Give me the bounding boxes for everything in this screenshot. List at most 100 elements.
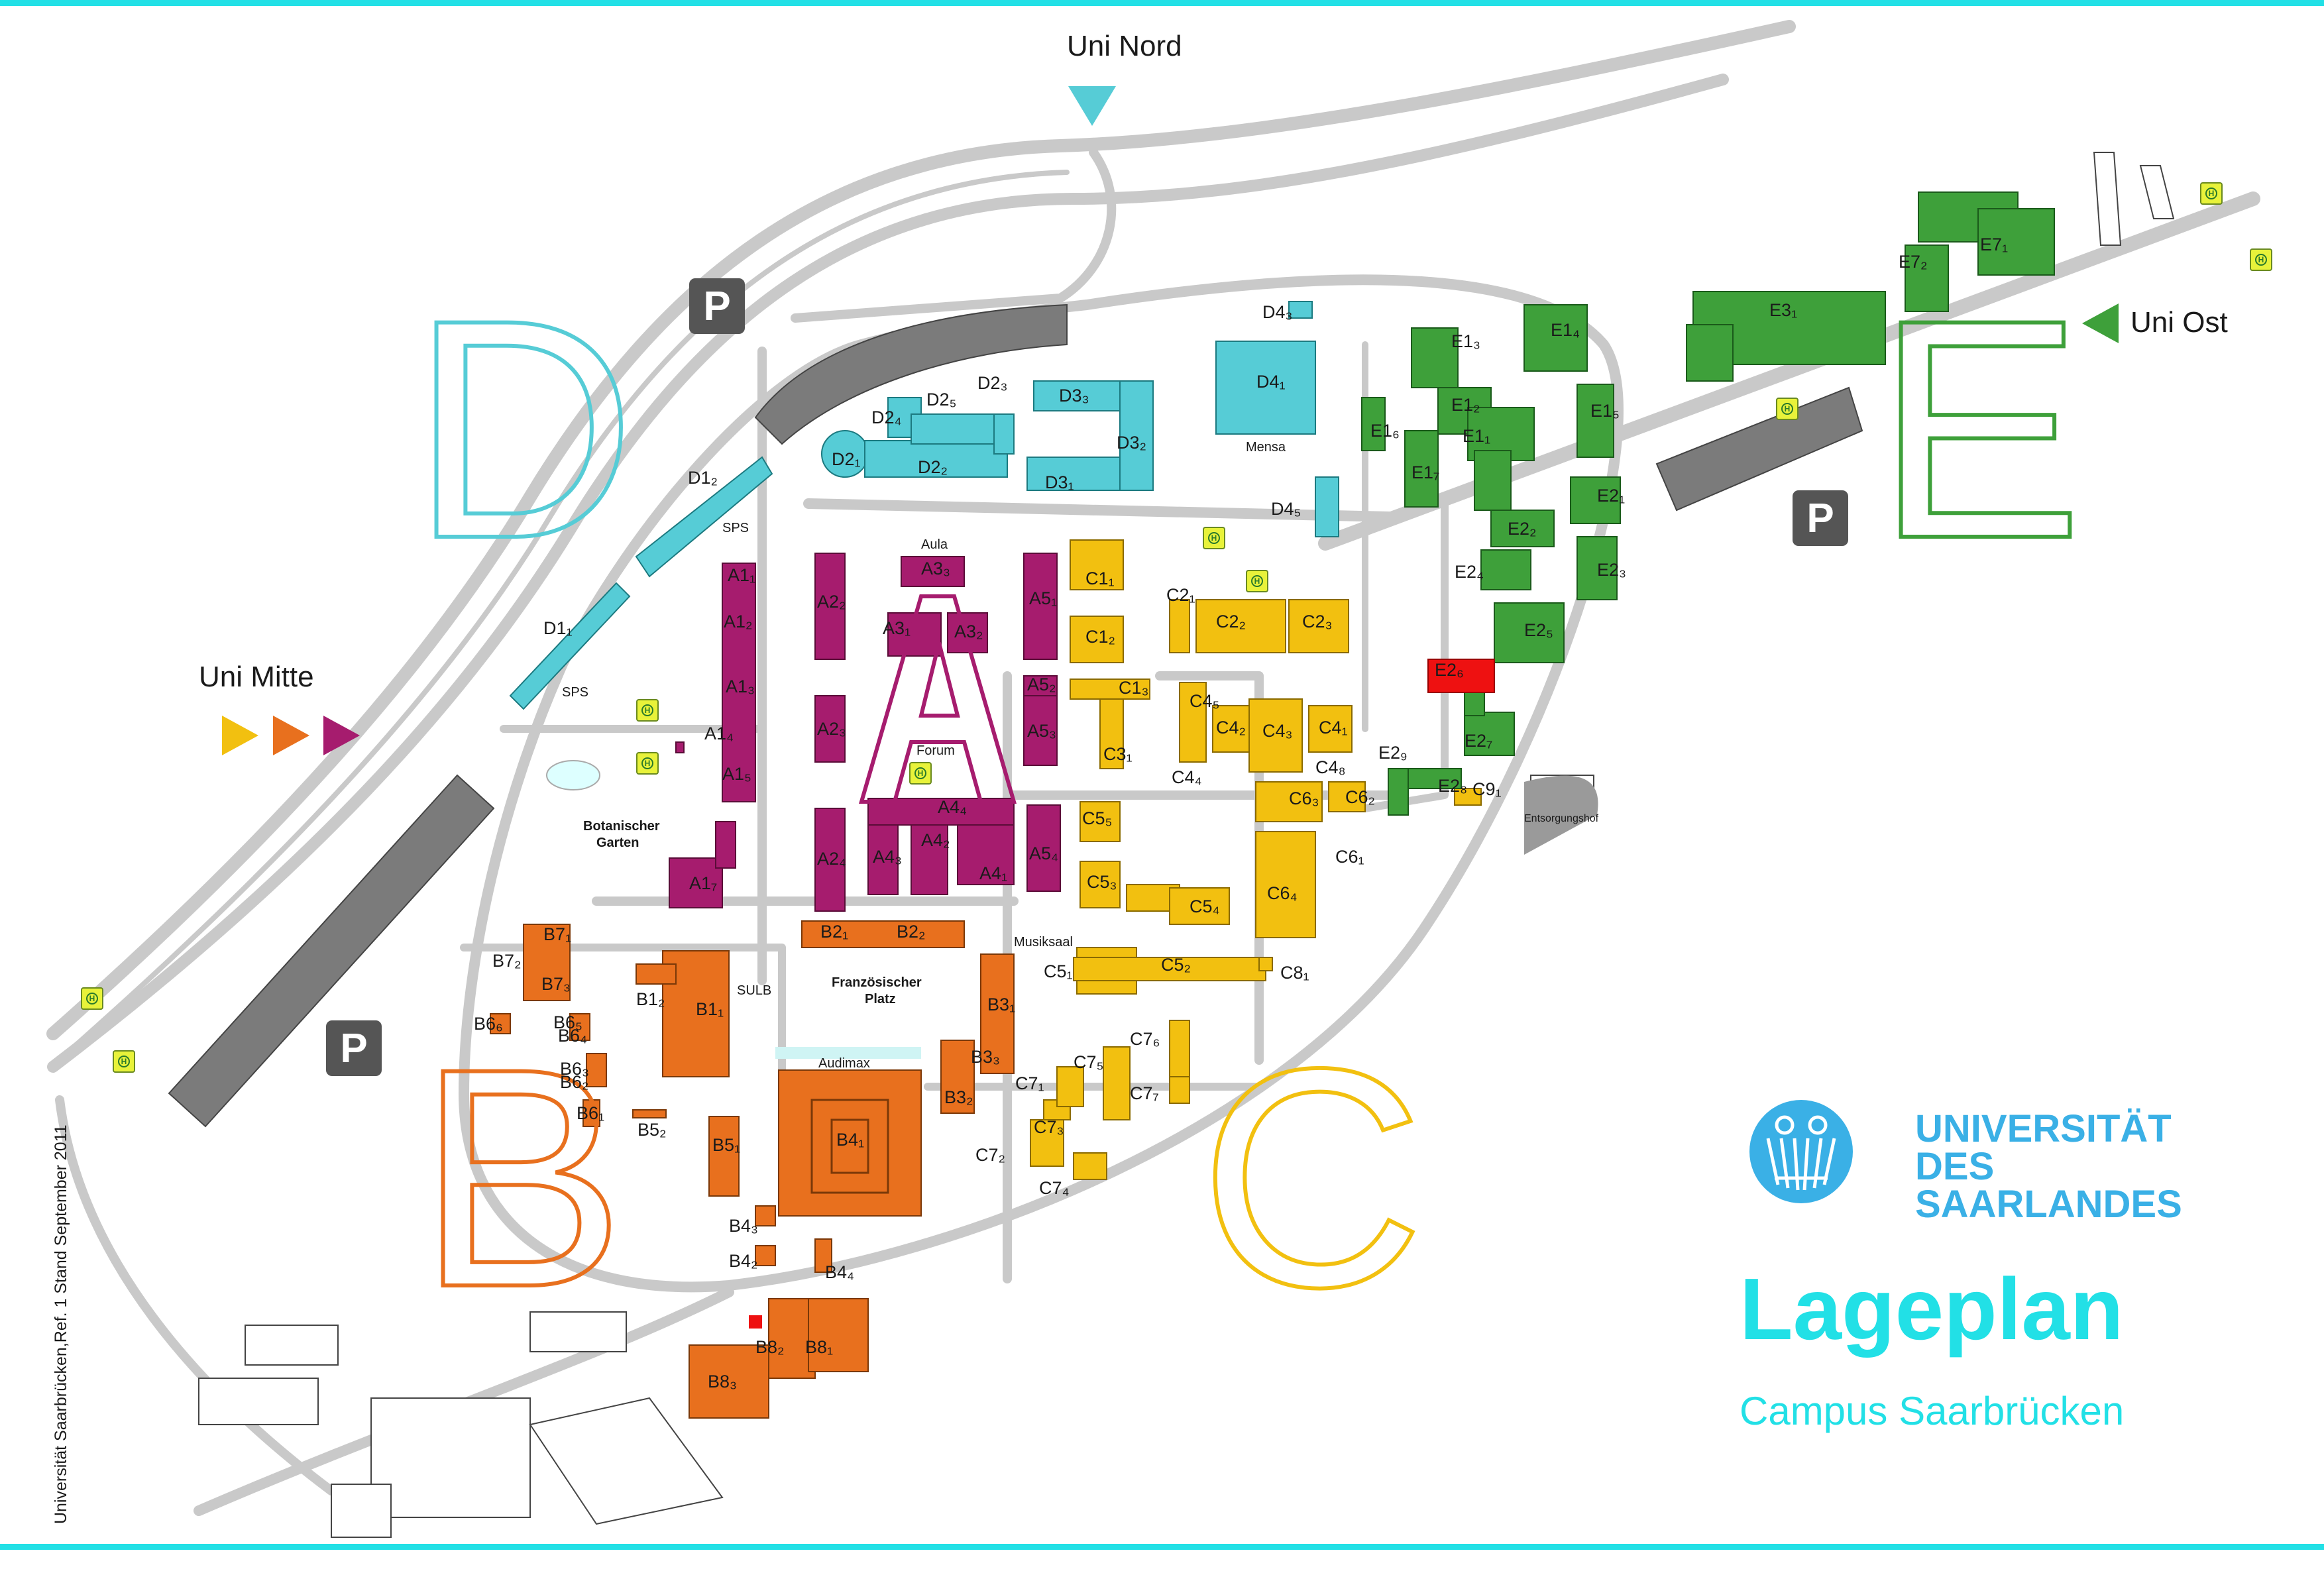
- building-label: C7₇: [1130, 1083, 1159, 1103]
- building-label: C6₃: [1289, 788, 1319, 808]
- building-label: E7₂: [1899, 252, 1928, 272]
- zone-b-letter: B: [417, 1004, 626, 1352]
- ring-road: [459, 274, 1624, 1293]
- building-label: D1₂: [688, 468, 718, 488]
- building-label: D1₁: [543, 618, 573, 638]
- building-label: C7₂: [975, 1145, 1005, 1165]
- building-label: B6₅: [553, 1012, 582, 1032]
- label-sps-south: SPS: [562, 685, 589, 700]
- label-sulb: SULB: [737, 983, 772, 998]
- building-label: A1₇: [689, 873, 718, 893]
- building-label: C7₁: [1015, 1073, 1044, 1093]
- building-label: B6₃: [560, 1059, 590, 1079]
- building-label: C1₃: [1119, 678, 1149, 698]
- building-label: A4₃: [873, 847, 903, 867]
- building-label: C1₁: [1085, 569, 1115, 588]
- triangle-nord-icon: [1068, 86, 1116, 126]
- building-label: C7₃: [1034, 1117, 1064, 1137]
- building-label: D2₃: [977, 373, 1008, 393]
- building-label: C7₄: [1039, 1178, 1070, 1198]
- building-label: D2₂: [918, 457, 948, 477]
- bottom-border: [0, 1544, 2324, 1550]
- building-label: E1₆: [1370, 421, 1400, 441]
- building-label: A2₄: [817, 849, 847, 869]
- road-sw: [55, 1095, 336, 1495]
- building-label: B5₁: [712, 1135, 741, 1155]
- building-label: A5₁: [1029, 588, 1058, 608]
- highway-outer: [46, 20, 1796, 1040]
- triangle-yellow-icon: [222, 716, 258, 755]
- zone-c-letter: C: [1199, 1004, 1424, 1352]
- building-label: B4₃: [729, 1216, 759, 1236]
- road-e: [1361, 500, 1449, 812]
- building-label: E3₁: [1769, 300, 1798, 320]
- building-label: B2₂: [897, 922, 926, 942]
- building-label: A2₃: [817, 719, 847, 739]
- building-label: B3₁: [987, 995, 1016, 1014]
- building-label: E2₁: [1597, 486, 1626, 506]
- label-forum: Forum: [916, 743, 955, 758]
- university-seal-icon: [1749, 1100, 1853, 1203]
- building-label: A1₅: [722, 764, 751, 784]
- building-label: B2₁: [820, 922, 849, 942]
- building-label: B8₃: [708, 1372, 738, 1391]
- building-label: A4₂: [921, 830, 950, 850]
- parking-area-west: [168, 774, 495, 1128]
- building-label: E2₇: [1465, 731, 1493, 751]
- e2-highlight: [1427, 659, 1495, 693]
- label-sps-north: SPS: [722, 521, 749, 535]
- building-label: C6₁: [1335, 847, 1364, 867]
- building-label: E1₃: [1451, 331, 1481, 351]
- building-label: C4₄: [1172, 767, 1202, 787]
- building-label: D3₂: [1117, 433, 1146, 453]
- building-label: A1₃: [726, 677, 755, 696]
- zone-e-letter: E: [1875, 255, 2083, 603]
- building-label: C5₂: [1161, 955, 1191, 975]
- building-label: C6₂: [1345, 787, 1375, 807]
- building-label: A5₃: [1027, 721, 1057, 741]
- audimax-pool: [775, 1047, 921, 1059]
- building-label: B6₁: [577, 1103, 605, 1123]
- bus-stop-icon: H: [909, 762, 932, 785]
- label-aula: Aula: [921, 537, 948, 552]
- building-label: E2₈: [1438, 776, 1468, 796]
- building-label: D2₅: [926, 390, 957, 409]
- building-label: D2₁: [832, 449, 861, 469]
- building-label: B4₂: [729, 1251, 758, 1271]
- bus-stop-icon: H: [81, 987, 103, 1010]
- bus-stop-icon: H: [2200, 182, 2223, 205]
- building-label: E1₁: [1463, 426, 1491, 446]
- building-label: C6₄: [1267, 883, 1298, 903]
- building-label: C9₁: [1472, 779, 1502, 799]
- building-label: E1₄: [1551, 320, 1580, 340]
- building-label: B3₃: [971, 1047, 1001, 1067]
- building-label: B7₂: [492, 951, 522, 971]
- building-label: C4₃: [1262, 721, 1293, 741]
- building-label: B1₁: [696, 999, 724, 1019]
- building-label: D4₁: [1256, 372, 1286, 392]
- parking-area-north: [754, 303, 1068, 445]
- building-label: E1₇: [1411, 462, 1440, 482]
- zone-d-letter: D: [411, 255, 636, 603]
- building-label: C7₆: [1130, 1029, 1160, 1049]
- label-franzoesischer: Französischer: [832, 975, 922, 990]
- bus-stop-icon: H: [1246, 570, 1268, 592]
- building-label: B7₃: [541, 974, 571, 994]
- building-label: A3₂: [954, 622, 983, 641]
- building-label: C5₅: [1082, 808, 1113, 828]
- label-garten: Garten: [596, 836, 639, 850]
- triangle-ost-icon: [2082, 303, 2119, 343]
- building-label: E2₉: [1378, 743, 1408, 763]
- label-audimax: Audimax: [818, 1056, 870, 1071]
- parking-sign-east: P: [1793, 490, 1848, 546]
- building-label: A5₂: [1027, 675, 1056, 694]
- gate-uni-ost: Uni Ost: [2130, 306, 2228, 339]
- building-label: C7₅: [1074, 1052, 1104, 1072]
- page-title: Lageplan: [1740, 1260, 2124, 1358]
- bus-stop-icon: H: [1203, 527, 1225, 549]
- building-label: B7₁: [543, 924, 572, 944]
- label-mensa: Mensa: [1246, 440, 1286, 455]
- building-label: B4₁: [836, 1130, 865, 1150]
